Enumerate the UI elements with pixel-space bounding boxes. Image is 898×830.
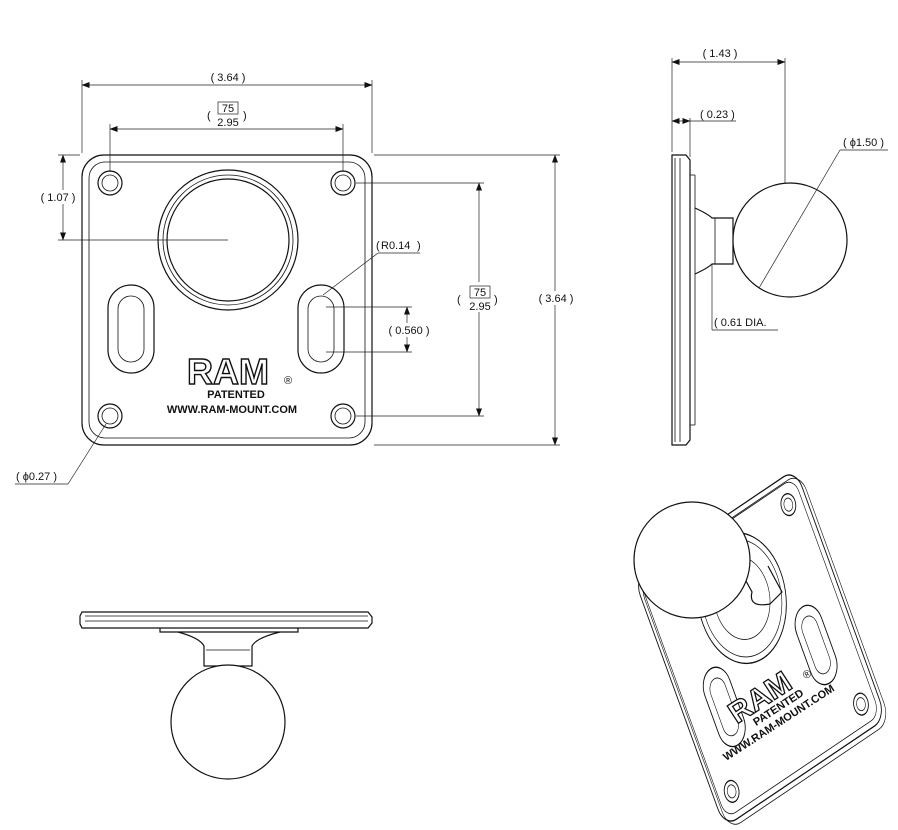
dim-neck-dia-label: ( 0.61 DIA. [714,317,767,329]
vert-paren-close: ) [494,294,498,306]
dim-vert-spacing-in: 2.95 [469,301,490,313]
isometric-view: RAM ® PATENTED WWW.RAM-MOUNT.COM [633,474,887,825]
dim-slot-length: ( 0.560 ) [326,306,432,353]
ram-logo: RAM [187,351,269,392]
plate-outline [81,154,373,446]
dim-hole-dia-label: ( ϕ0.27 ) [16,471,57,483]
vert-paren-open: ( [457,294,461,306]
dim-hole-spacing: ( ) 75 2.95 [109,98,344,172]
mount-hole-bottom-right [330,403,356,429]
patented-label: PATENTED [207,389,265,401]
dim-neck-dia: ( 0.61 DIA. [711,264,778,331]
bottom-ball [170,664,286,780]
dim-total-height-label: ( 3.64 ) [539,293,574,305]
dim-top-width: ( 3.64 ) [81,70,373,153]
dim-plate-thickness: ( 0.23 ) [671,109,736,157]
dim-total-height: ( 3.64 ) [374,154,578,446]
dim-hole-dia: ( ϕ0.27 ) [15,423,107,485]
slot-radius-paren-open: ( [376,240,380,252]
side-ball [732,182,848,298]
slot-radius-paren-close: ) [417,240,421,252]
dim-ball-dia: ( ϕ1.50 ) [758,137,888,289]
dim-side-depth-label: ( 1.43 ) [703,48,738,60]
front-view: RAM ® PATENTED WWW.RAM-MOUNT.COM ( 3.64 … [15,70,578,485]
iso-registered-mark: ® [801,668,814,682]
mount-hole-top-right [330,170,356,196]
dim-vert-spacing-mm: 75 [474,287,486,299]
dim-hole-spacing-in: 2.95 [217,117,238,129]
dim-hole-spacing-mm: 75 [222,103,234,115]
dim-slot-length-label: ( 0.560 ) [389,325,430,337]
dim-ball-offset-label: ( 1.07 ) [41,192,76,204]
dim-ball-dia-label: ( ϕ1.50 ) [843,137,884,149]
dim-vert-spacing: ( ) 75 2.95 [356,182,502,417]
paren-open: ( [207,110,211,122]
iso-neck [739,565,783,606]
mount-hole-bottom-left [97,403,123,429]
side-neck [694,207,734,275]
mount-hole-top-left [97,170,123,196]
bottom-view [79,611,373,780]
side-view: ( 1.43 ) ( 0.23 ) ( ϕ1.50 ) ( 0.61 DIA. [671,46,888,446]
dim-ball-offset: ( 1.07 ) [38,154,228,241]
dim-plate-thickness-label: ( 0.23 ) [700,109,735,121]
registered-mark: ® [284,375,292,387]
paren-close: ) [243,110,247,122]
dim-slot-radius-label: R0.14 [381,240,410,252]
url-label: WWW.RAM-MOUNT.COM [167,404,297,416]
dim-top-width-label: ( 3.64 ) [211,72,246,84]
iso-ball [633,501,751,619]
dim-slot-radius: R0.14 ( ) [322,240,421,296]
slot-left [107,284,155,374]
slot-right [297,284,345,374]
dim-side-depth: ( 1.43 ) [671,46,786,183]
